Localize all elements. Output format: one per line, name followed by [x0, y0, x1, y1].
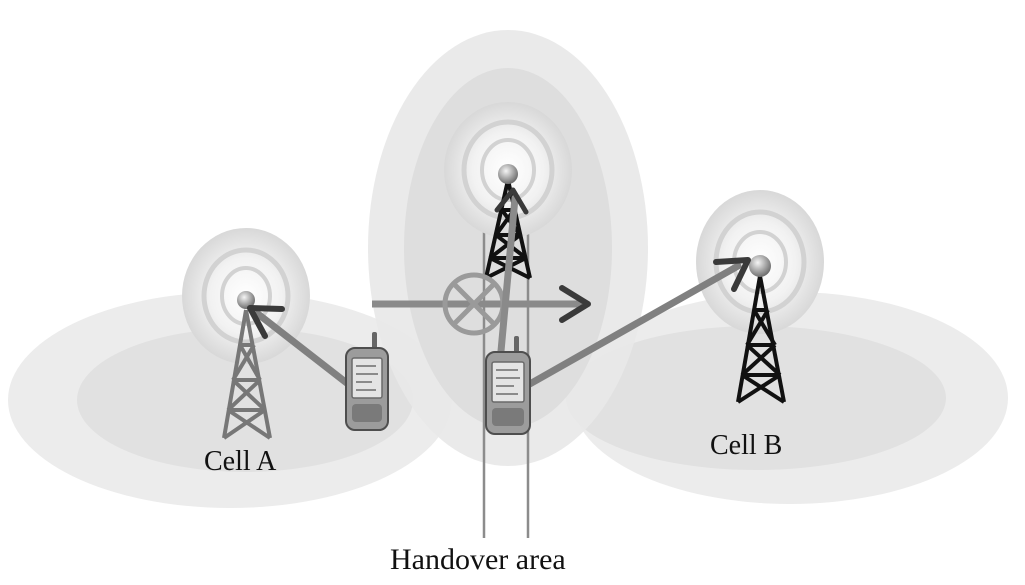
- link-arrow-to-center-cell: [494, 187, 529, 366]
- mobile-phone-icon: [345, 332, 389, 431]
- coverage-cell-b: [566, 292, 1008, 504]
- cell-a-label: Cell A: [204, 446, 277, 477]
- link-arrow-to-cell-a: [247, 305, 352, 388]
- link-arrow-to-cell-b: [524, 257, 751, 389]
- mobile-phone-icon: [485, 336, 531, 435]
- cell-b-label: Cell B: [710, 430, 783, 461]
- handover-area-label: Handover area: [390, 543, 566, 576]
- cell-tower-icon: [696, 190, 824, 404]
